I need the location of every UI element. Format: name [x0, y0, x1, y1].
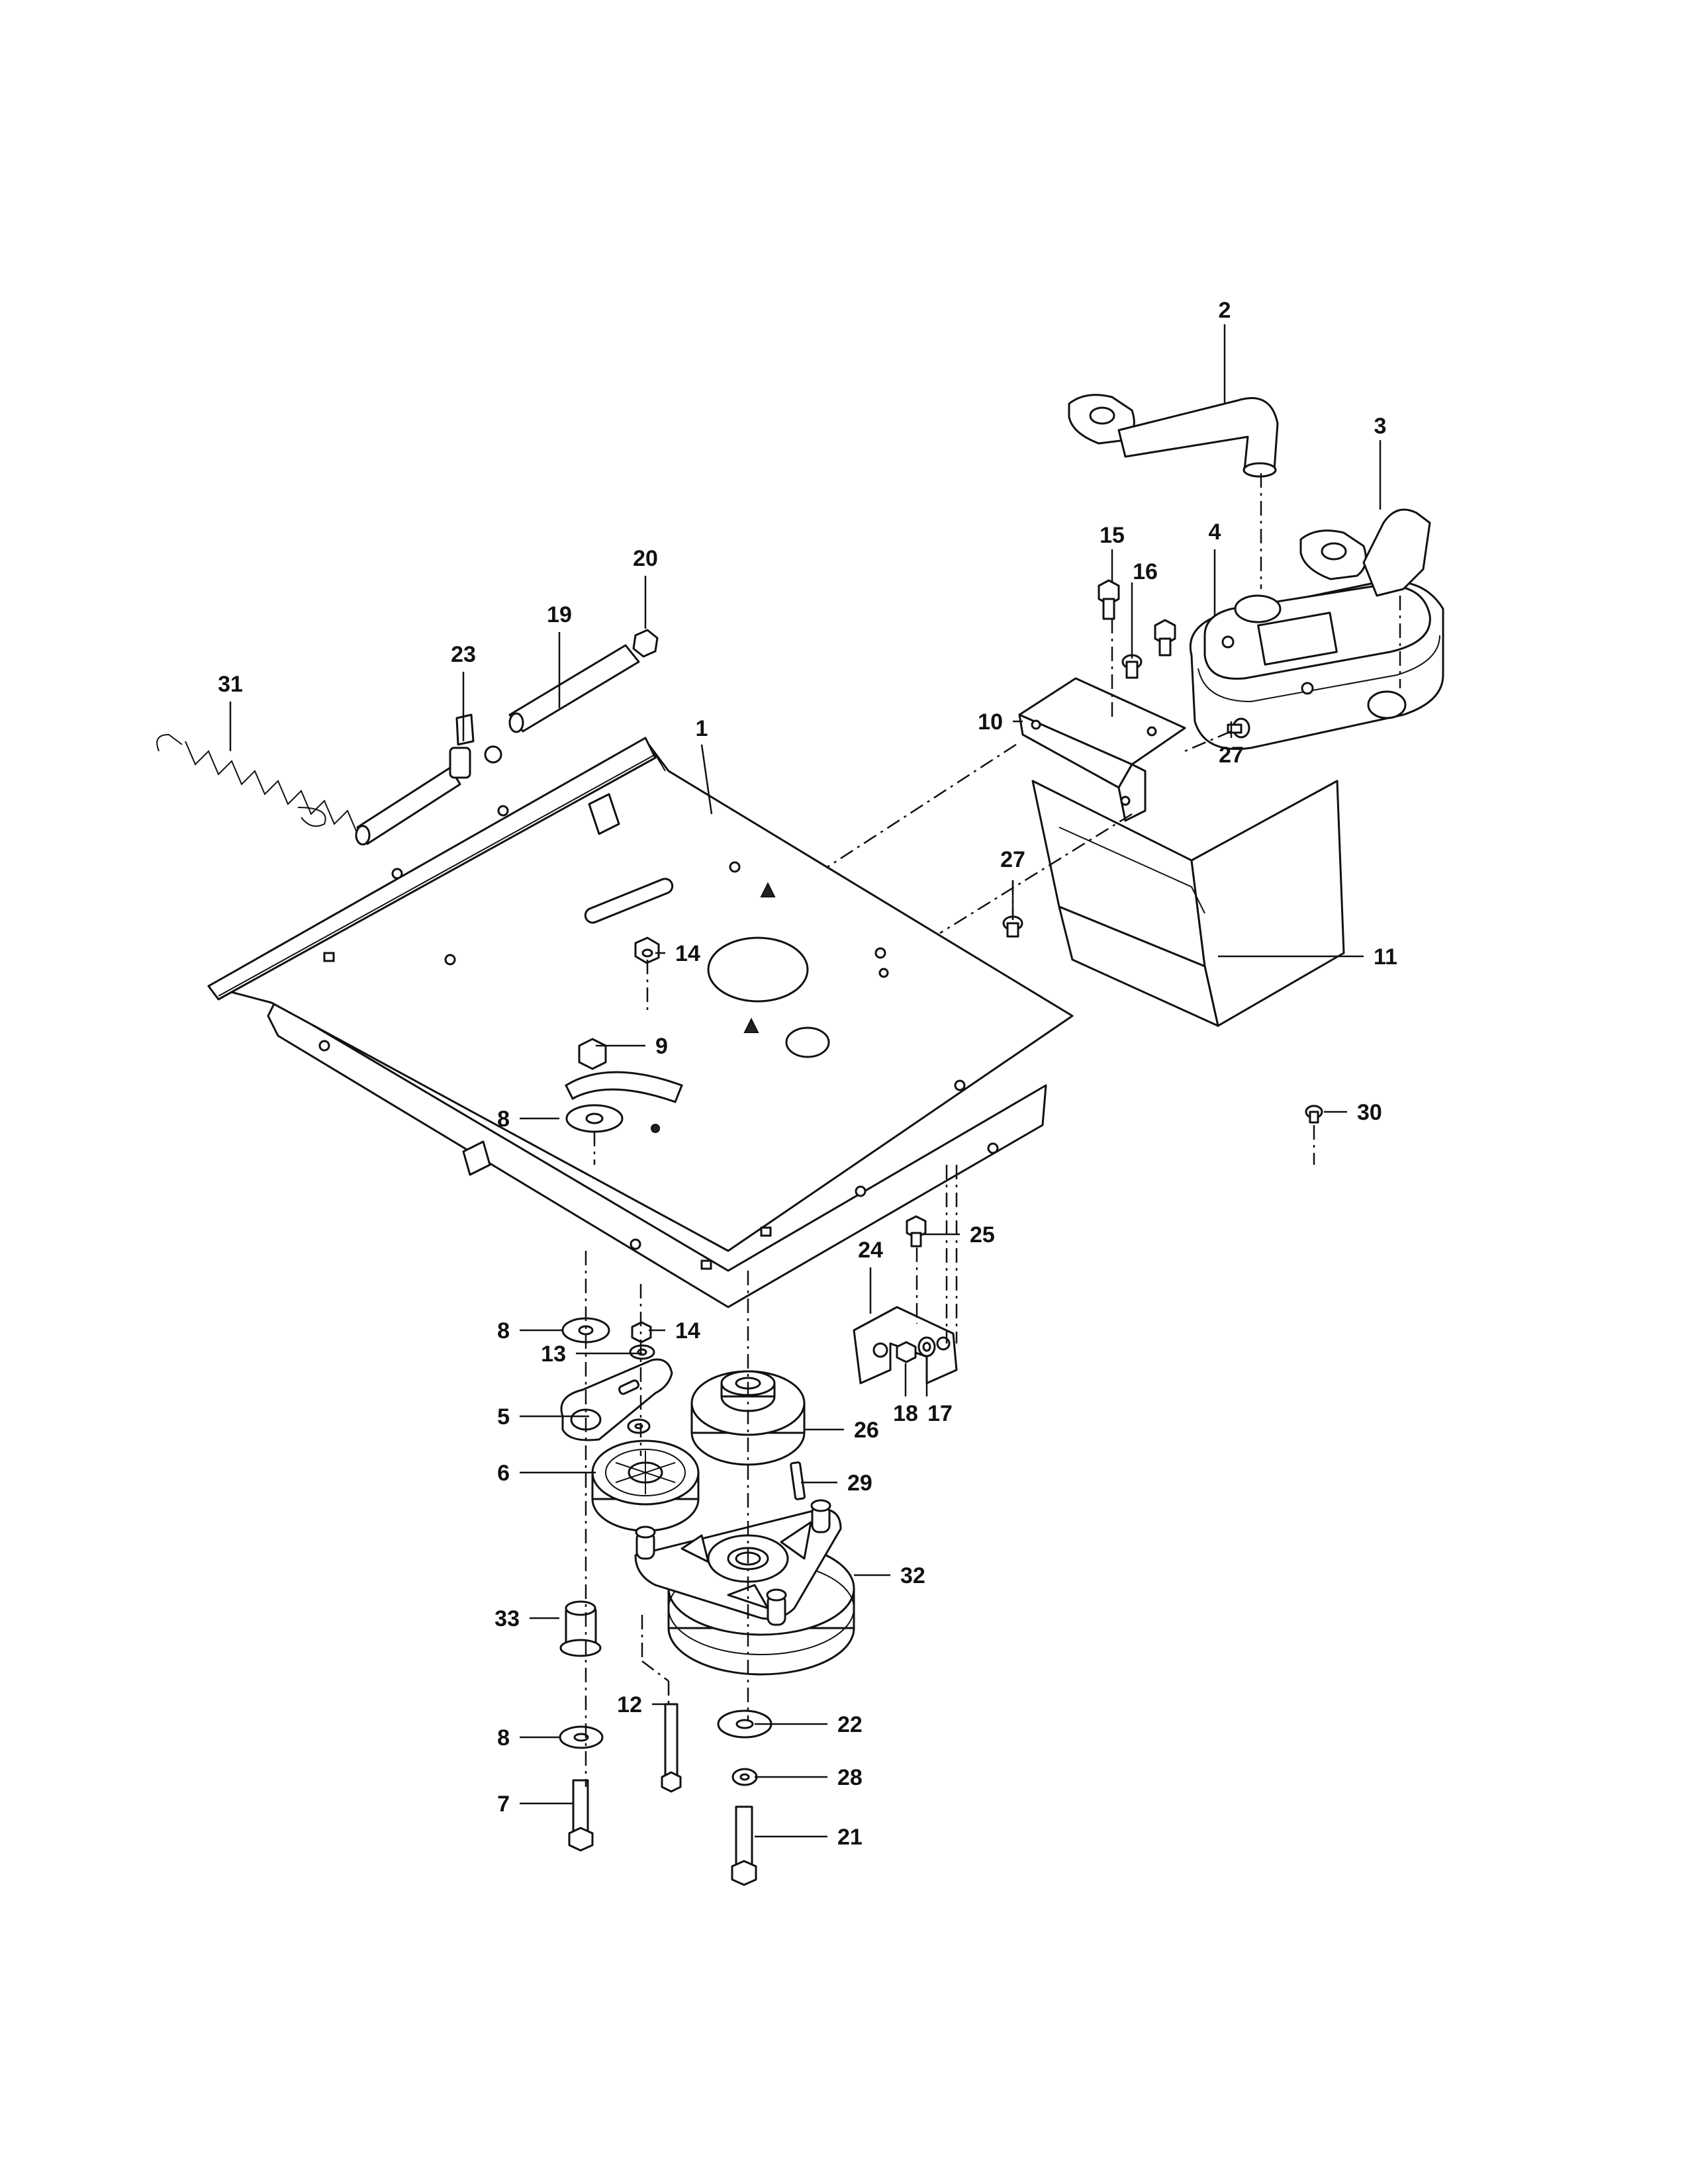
exhaust-pipe-left [1068, 394, 1279, 478]
washer-13 [629, 1344, 655, 1360]
washer-22 [717, 1709, 773, 1739]
callout-14-lower: 14 [675, 1318, 700, 1343]
callout-18: 18 [893, 1401, 918, 1426]
heat-shield [1031, 780, 1345, 1027]
idler-pulley-flat [591, 1439, 700, 1532]
callout-14-upper: 14 [675, 941, 700, 966]
callout-8-lower: 8 [497, 1725, 510, 1751]
callout-27-lower: 27 [1000, 847, 1025, 872]
callout-13: 13 [541, 1342, 566, 1367]
callout-27-upper: 27 [1219, 743, 1244, 768]
callout-8-upper: 8 [497, 1107, 510, 1132]
callout-26: 26 [854, 1418, 879, 1443]
lock-washer-28 [731, 1768, 758, 1786]
callout-1: 1 [696, 716, 708, 741]
callout-24: 24 [858, 1238, 883, 1263]
callout-19: 19 [547, 602, 572, 627]
nut-18 [896, 1341, 917, 1363]
rod-nut [632, 629, 659, 658]
muffler [1189, 580, 1444, 751]
callout-labels: 1 2 3 4 5 6 7 8 8 8 9 10 11 12 13 14 14 … [218, 298, 1397, 1850]
idler-arm [560, 1358, 673, 1441]
leader-lines [229, 324, 1382, 1838]
callout-31: 31 [218, 672, 243, 697]
callout-21: 21 [837, 1825, 863, 1850]
washer-17 [917, 1336, 936, 1357]
bolt-7 [568, 1779, 594, 1852]
callout-7: 7 [497, 1792, 510, 1817]
electric-clutch [634, 1499, 855, 1676]
exhaust-pipe-right [1299, 508, 1431, 597]
assembly-centerlines [585, 473, 1401, 1787]
muffler-bracket [1018, 677, 1186, 822]
bolt-25 [906, 1215, 927, 1248]
washer-lower-pivot [627, 1418, 651, 1434]
pivot-arm [355, 713, 502, 846]
callout-11: 11 [1374, 944, 1397, 970]
callout-3: 3 [1374, 414, 1387, 439]
washer-upper [565, 1104, 624, 1133]
callout-25: 25 [970, 1222, 995, 1248]
callout-17: 17 [927, 1401, 953, 1426]
key-29 [790, 1461, 806, 1500]
callout-30: 30 [1357, 1100, 1382, 1125]
bolt-12 [661, 1703, 682, 1793]
callout-20: 20 [633, 546, 658, 571]
callout-10: 10 [978, 709, 1003, 735]
callout-29: 29 [847, 1471, 872, 1496]
callout-4: 4 [1209, 520, 1221, 545]
pivot-bolt [578, 1038, 607, 1070]
bolt-21 [731, 1805, 757, 1886]
tension-spring [156, 733, 358, 835]
callout-16: 16 [1133, 559, 1158, 584]
callout-32: 32 [900, 1563, 925, 1588]
deck-plate [207, 737, 1074, 1308]
screw-30 [1305, 1105, 1323, 1124]
callout-33: 33 [494, 1606, 520, 1631]
washer-8-lower [559, 1725, 604, 1749]
callout-28: 28 [837, 1765, 863, 1790]
bolt-extra [1154, 619, 1176, 657]
callout-8-middle: 8 [497, 1318, 510, 1343]
callout-15: 15 [1100, 523, 1125, 548]
callout-2: 2 [1219, 298, 1231, 323]
plate-nut-upper [634, 936, 660, 964]
callout-5: 5 [497, 1404, 510, 1430]
callout-23: 23 [451, 642, 476, 667]
callout-12: 12 [617, 1692, 642, 1717]
bushing-33 [559, 1600, 602, 1657]
bolt-15 [1098, 579, 1120, 620]
callout-6: 6 [497, 1461, 510, 1486]
idler-rod [508, 644, 640, 733]
callout-9: 9 [655, 1034, 668, 1059]
bolt-16 [1121, 654, 1143, 679]
callout-22: 22 [837, 1712, 863, 1737]
